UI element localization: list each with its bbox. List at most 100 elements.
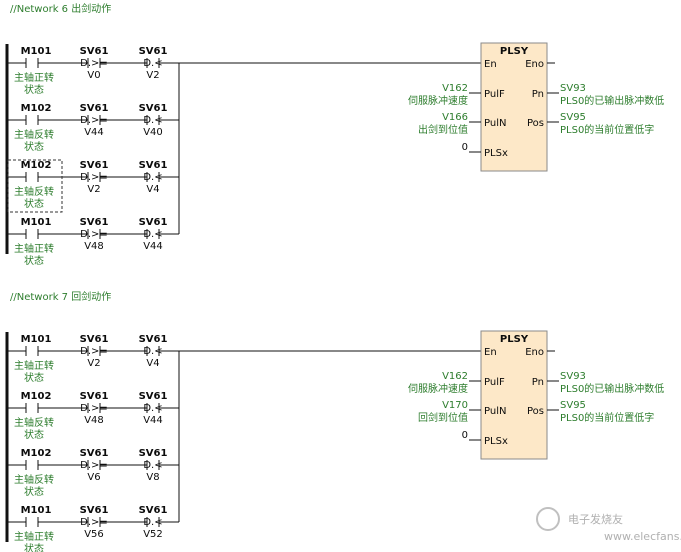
network-6-rung-1-cmp2-ref: SV61 <box>139 46 168 57</box>
network-6-rung-1-cmp1-ref: SV61 <box>80 46 109 57</box>
network-7-rung-2-cmp1-val: V48 <box>84 415 104 426</box>
network-6-rung-4-cmp1-ref: SV61 <box>80 217 109 228</box>
network-7-rung-1-cmp2-op: D.< <box>143 346 162 357</box>
network-7-rung-3-contact-address: M102 <box>21 448 52 459</box>
network-6-in-puln: V166 <box>442 112 468 123</box>
watermark-logo-icon <box>536 507 560 531</box>
network-6-rung-4-contact-desc-1: 主轴正转 <box>14 242 54 255</box>
network-7-rung-2-cmp1-ref: SV61 <box>80 391 109 402</box>
network-7-in-puln-desc: 回剑到位值 <box>418 411 468 424</box>
network-6-rung-1-contact-desc-1: 主轴正转 <box>14 71 54 84</box>
network-7-in-pulf-desc: 伺服脉冲速度 <box>408 382 468 395</box>
network-7-rung-3-contact-desc-2: 状态 <box>24 485 44 498</box>
network-7-pin-puln: PulN <box>484 406 506 417</box>
network-7-pin-en: En <box>484 347 497 358</box>
network-6-in-pulf: V162 <box>442 83 468 94</box>
network-6-rung-3-cmp2-val: V4 <box>146 184 159 195</box>
network-7-rung-4-cmp2-op: D.< <box>143 517 162 528</box>
network-6-rung-2-contact-address: M102 <box>21 103 52 114</box>
network-7-rung-2-contact-desc-1: 主轴反转 <box>14 416 54 429</box>
network-6-rung-1-cmp1-val: V0 <box>87 70 100 81</box>
network-7-rung-4-cmp1-val: V56 <box>84 529 104 540</box>
network-7-rung-4-cmp1-op: D.>= <box>80 517 108 528</box>
network-7-in-puln: V170 <box>442 400 468 411</box>
network-6-pin-pos: Pos <box>527 118 544 129</box>
network-7-rung-3-contact-desc-1: 主轴反转 <box>14 473 54 486</box>
network-7-rung-2-cmp2-val: V44 <box>143 415 163 426</box>
network-7-rung-1-contact-desc-1: 主轴正转 <box>14 359 54 372</box>
network-6-out-pn-desc: PLS0的已输出脉冲数低 <box>560 94 664 107</box>
network-6-pin-pn: Pn <box>532 89 544 100</box>
network-7-pin-eno: Eno <box>525 347 544 358</box>
network-6-rung-1-cmp2-val: V2 <box>146 70 159 81</box>
network-7-rung-4-cmp2-val: V52 <box>143 529 163 540</box>
network-7-rung-3-cmp2-ref: SV61 <box>139 448 168 459</box>
network-6-pin-plsx: PLSx <box>484 148 508 159</box>
network-7-rung-4-cmp1-ref: SV61 <box>80 505 109 516</box>
network-7-plsy-block <box>480 330 548 460</box>
network-7-rung-2-contact-desc-2: 状态 <box>24 428 44 441</box>
network-6-rung-1-cmp1-op: D.>= <box>80 58 108 69</box>
network-7-in-plsx: 0 <box>462 430 468 441</box>
network-6-rung-3-cmp1-val: V2 <box>87 184 100 195</box>
network-7-rung-1-cmp2-ref: SV61 <box>139 334 168 345</box>
watermark-url: www.elecfans.com <box>604 530 681 543</box>
network-6-rung-4-contact-desc-2: 状态 <box>24 254 44 267</box>
network-6-rung-2-cmp2-ref: SV61 <box>139 103 168 114</box>
network-6-rung-2-cmp1-op: D.>= <box>80 115 108 126</box>
network-7-rung-3-cmp2-val: V8 <box>146 472 159 483</box>
network-7-rung-3-cmp2-op: D.< <box>143 460 162 471</box>
network-7-out-pn-desc: PLS0的已输出脉冲数低 <box>560 382 664 395</box>
network-7-rung-3-cmp1-op: D.>= <box>80 460 108 471</box>
network-6-plsy-name: PLSY <box>500 46 529 57</box>
network-7-rung-2-cmp2-ref: SV61 <box>139 391 168 402</box>
network-7-rung-2-cmp1-op: D.>= <box>80 403 108 414</box>
network-7-rung-4-contact-desc-2: 状态 <box>24 542 44 552</box>
network-7-rung-1-contact-desc-2: 状态 <box>24 371 44 384</box>
network-7-pin-pulf: PulF <box>484 377 505 388</box>
network-6-rung-3-contact-address: M102 <box>21 160 52 171</box>
watermark-text: 电子发烧友 <box>568 512 623 526</box>
network-6-rung-3-cmp1-ref: SV61 <box>80 160 109 171</box>
network-6-pin-puln: PulN <box>484 118 506 129</box>
network-7-rung-1-cmp1-op: D.>= <box>80 346 108 357</box>
network-7-out-pos-desc: PLS0的当前位置低字 <box>560 411 654 424</box>
network-6-rung-2-contact-desc-1: 主轴反转 <box>14 128 54 141</box>
network-6-pin-eno: Eno <box>525 59 544 70</box>
network-6-rung-1-contact-address: M101 <box>21 46 52 57</box>
network-6-out-pos: SV95 <box>560 112 586 123</box>
network-6-pin-pulf: PulF <box>484 89 505 100</box>
network-6-in-pulf-desc: 伺服脉冲速度 <box>408 94 468 107</box>
network-6-rung-2-cmp2-op: D.< <box>143 115 162 126</box>
network-6-plsy-block <box>480 42 548 172</box>
network-6-selection-box <box>7 159 63 213</box>
network-6-rung-4-cmp2-ref: SV61 <box>139 217 168 228</box>
network-7-pin-pn: Pn <box>532 377 544 388</box>
network-7-rung-4-contact-address: M101 <box>21 505 52 516</box>
network-7-plsy-name: PLSY <box>500 334 529 345</box>
network-7-rung-4-contact-desc-1: 主轴正转 <box>14 530 54 543</box>
network-6-rung-1-contact-desc-2: 状态 <box>24 83 44 96</box>
network-6-out-pn: SV93 <box>560 83 586 94</box>
network-6-rung-3-cmp2-ref: SV61 <box>139 160 168 171</box>
network-7-out-pos: SV95 <box>560 400 586 411</box>
network-6-rung-4-cmp2-val: V44 <box>143 241 163 252</box>
network-6-rung-2-cmp1-val: V44 <box>84 127 104 138</box>
network-7-rung-2-contact-address: M102 <box>21 391 52 402</box>
network-6-rung-3-cmp1-op: D.>= <box>80 172 108 183</box>
network-6-rung-3-contact-desc-2: 状态 <box>24 197 44 210</box>
network-6-rung-1-cmp2-op: D.< <box>143 58 162 69</box>
network-6-rung-2-cmp1-ref: SV61 <box>80 103 109 114</box>
network-6-in-puln-desc: 出剑到位值 <box>418 123 468 136</box>
network-6-rung-4-cmp1-val: V48 <box>84 241 104 252</box>
network-7-rung-2-cmp2-op: D.< <box>143 403 162 414</box>
network-7-rung-3-cmp1-val: V6 <box>87 472 100 483</box>
network-7-pin-plsx: PLSx <box>484 436 508 447</box>
network-7-rung-1-cmp2-val: V4 <box>146 358 159 369</box>
network-7-rung-1-cmp1-ref: SV61 <box>80 334 109 345</box>
network-7-rung-1-cmp1-val: V2 <box>87 358 100 369</box>
network-6-rung-4-cmp1-op: D.>= <box>80 229 108 240</box>
network-6-rung-2-cmp2-val: V40 <box>143 127 163 138</box>
network-7-rung-1-contact-address: M101 <box>21 334 52 345</box>
